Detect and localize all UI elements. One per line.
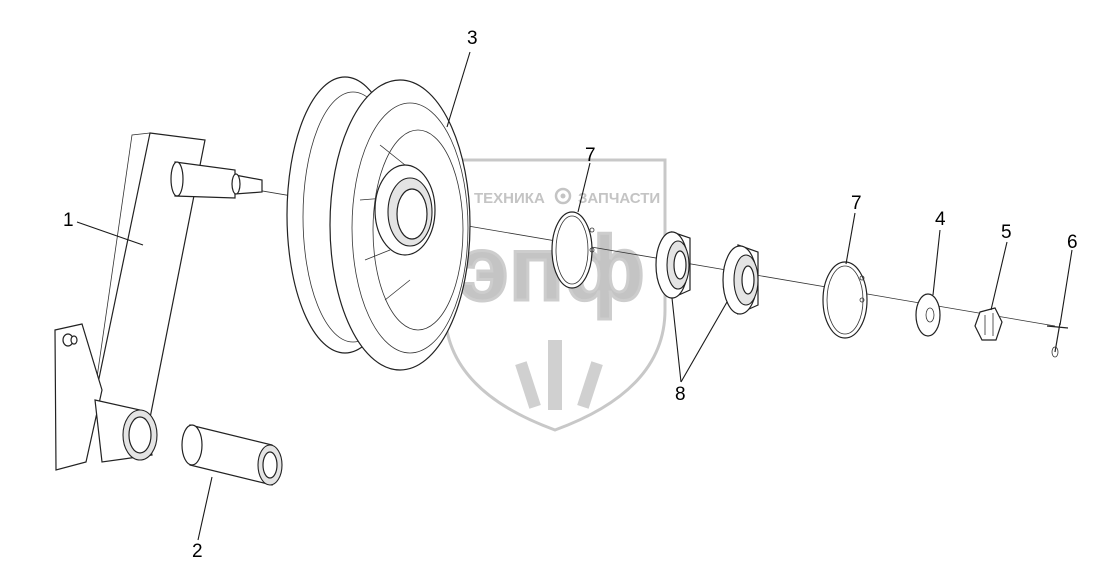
callout-5: 5 xyxy=(1001,222,1012,243)
watermark-logo: эпф xyxy=(458,218,645,320)
watermark-top-left: ТЕХНИКА xyxy=(474,190,545,207)
pulley xyxy=(286,76,471,371)
callout-6: 6 xyxy=(1067,232,1078,253)
cotter-pin xyxy=(1046,322,1069,358)
callout-4: 4 xyxy=(935,209,946,230)
castle-nut xyxy=(974,307,1003,341)
watermark: ТЕХНИКА ЗАПЧАСТИ эпф xyxy=(443,158,667,432)
callout-7-left: 7 xyxy=(585,145,596,166)
bearing-left xyxy=(655,231,691,299)
callout-8: 8 xyxy=(675,384,686,405)
bearing-right xyxy=(722,244,759,315)
watermark-top-right: ЗАПЧАСТИ xyxy=(578,190,660,207)
wheat-icon xyxy=(515,340,603,410)
washer xyxy=(915,293,941,337)
callout-3: 3 xyxy=(467,28,478,49)
leader-lines xyxy=(76,51,1073,541)
crank-arm xyxy=(54,132,263,471)
gear-icon xyxy=(554,187,572,205)
callout-7-right: 7 xyxy=(851,193,862,214)
retaining-ring-right xyxy=(822,261,868,339)
callout-2: 2 xyxy=(192,541,203,562)
callout-1: 1 xyxy=(63,210,74,231)
retaining-ring-left xyxy=(551,211,595,289)
sleeve xyxy=(181,424,283,486)
